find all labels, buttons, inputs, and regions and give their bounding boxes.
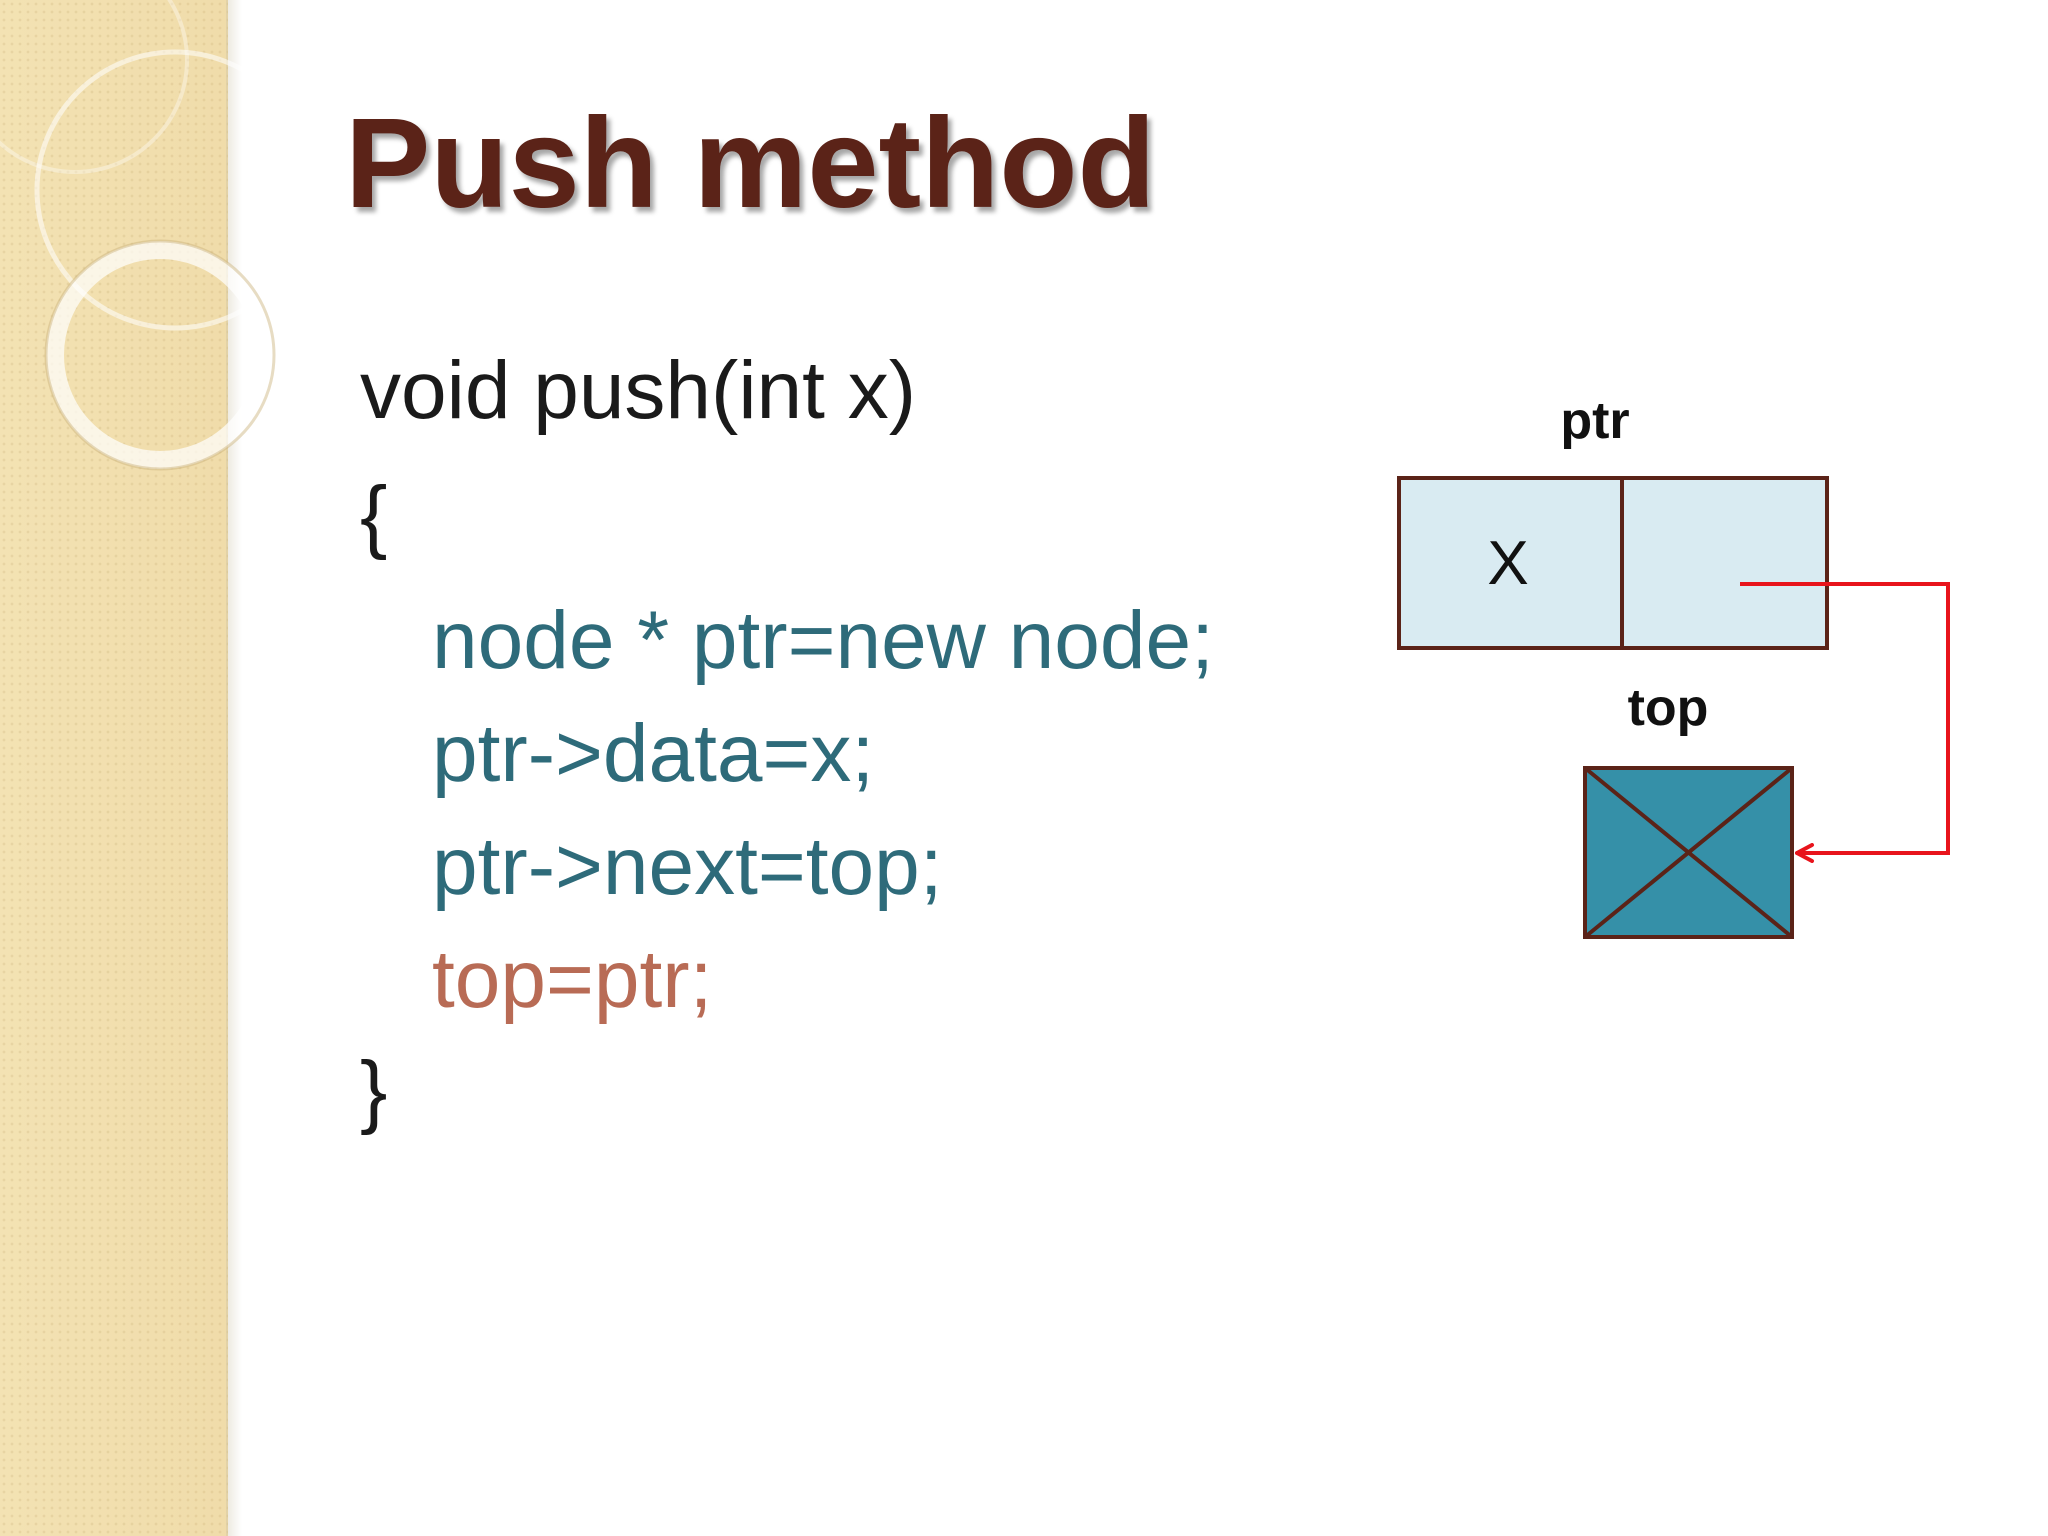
- top-label: top: [1628, 679, 1709, 737]
- code-line-data: ptr->data=x;: [432, 708, 875, 799]
- code-line-next: ptr->next=top;: [432, 821, 943, 912]
- deco-ring-large: [34, 49, 300, 331]
- deco-ring-corner: [0, 0, 189, 174]
- code-close-brace: }: [360, 1045, 388, 1136]
- side-panel-shadow: [226, 0, 242, 1536]
- node-data-value: X: [1487, 529, 1528, 598]
- ptr-label: ptr: [1560, 392, 1629, 450]
- code-open-brace: {: [360, 470, 388, 561]
- new-node-box: [1397, 476, 1829, 650]
- code-line-top-assign: top=ptr;: [432, 934, 713, 1025]
- code-line-alloc: node * ptr=new node;: [432, 595, 1214, 686]
- code-signature: void push(int x): [360, 345, 917, 436]
- slide-title: Push method: [345, 92, 1156, 235]
- deco-ring-small: [46, 241, 274, 469]
- next-pointer-arrow: [1740, 582, 1950, 863]
- decorative-rings: [0, 0, 300, 471]
- null-cross-line-2: [1583, 766, 1794, 939]
- deco-ring-small-edge: [44, 239, 276, 471]
